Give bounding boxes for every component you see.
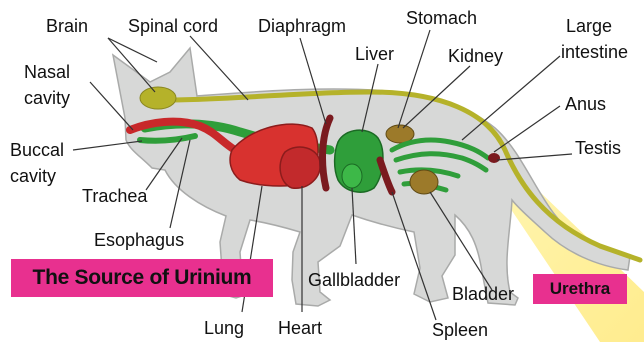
label-lung: Lung — [204, 318, 244, 338]
label-nasal-cavity-line2: cavity — [24, 88, 70, 108]
label-stomach: Stomach — [406, 8, 477, 28]
label-anus: Anus — [565, 94, 606, 114]
label-kidney: Kidney — [448, 46, 503, 66]
label-buccal-cavity-line1: Buccal — [10, 140, 64, 160]
label-testis: Testis — [575, 138, 621, 158]
label-large-intestine-line2: intestine — [561, 42, 628, 62]
source-of-urinium-banner: The Source of Urinium — [11, 259, 273, 297]
label-diaphragm: Diaphragm — [258, 16, 346, 36]
label-brain: Brain — [46, 16, 88, 36]
label-large-intestine-line1: Large — [566, 16, 612, 36]
gallbladder-shape — [342, 164, 362, 188]
label-spinal-cord: Spinal cord — [128, 16, 218, 36]
label-liver: Liver — [355, 44, 394, 64]
label-buccal-cavity-line2: cavity — [10, 166, 56, 186]
label-trachea: Trachea — [82, 186, 148, 206]
brain-shape — [140, 87, 176, 109]
label-heart: Heart — [278, 318, 322, 338]
label-spleen: Spleen — [432, 320, 488, 340]
label-esophagus: Esophagus — [94, 230, 184, 250]
urethra-banner: Urethra — [533, 274, 627, 304]
testis-shape — [488, 153, 500, 163]
bladder-shape — [410, 170, 438, 194]
label-nasal-cavity-line1: Nasal — [24, 62, 70, 82]
label-bladder: Bladder — [452, 284, 514, 304]
label-gallbladder: Gallbladder — [308, 270, 400, 290]
